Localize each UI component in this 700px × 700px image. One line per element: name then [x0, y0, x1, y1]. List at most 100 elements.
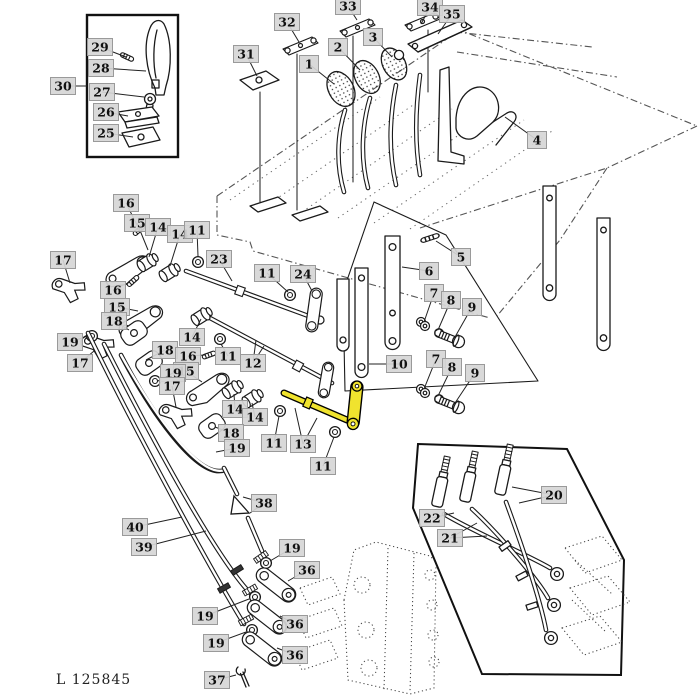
callout-16-37[interactable]: 16 [175, 347, 201, 365]
callout-box[interactable] [50, 77, 76, 95]
callout-12-39[interactable]: 12 [240, 354, 266, 372]
callout-box[interactable] [159, 377, 185, 395]
callout-17-45[interactable]: 17 [159, 377, 185, 395]
callout-box[interactable] [290, 435, 316, 453]
callout-34-9[interactable]: 34 [417, 0, 443, 16]
callout-box[interactable] [50, 251, 76, 269]
callout-16-31[interactable]: 16 [100, 281, 126, 299]
callout-25-5[interactable]: 25 [93, 124, 119, 142]
callout-9-23[interactable]: 9 [465, 364, 485, 382]
callout-box[interactable] [93, 103, 119, 121]
callout-11-50[interactable]: 11 [310, 457, 336, 475]
callout-19-56[interactable]: 19 [279, 539, 305, 557]
callout-box[interactable] [419, 509, 445, 527]
callout-9-19[interactable]: 9 [462, 298, 482, 316]
callout-11-38[interactable]: 11 [215, 347, 241, 365]
callout-box[interactable] [203, 634, 229, 652]
callout-36-59[interactable]: 36 [282, 615, 308, 633]
callout-37-62[interactable]: 37 [204, 671, 230, 689]
callout-box[interactable] [251, 494, 277, 512]
callout-19-34[interactable]: 19 [57, 333, 83, 351]
callout-box[interactable] [192, 607, 218, 625]
callout-33-8[interactable]: 33 [335, 0, 361, 15]
callout-box[interactable] [254, 264, 280, 282]
callout-21-65[interactable]: 21 [437, 529, 463, 547]
callout-19-58[interactable]: 19 [192, 607, 218, 625]
callout-box[interactable] [179, 328, 205, 346]
callout-box[interactable] [328, 38, 348, 56]
callout-24-41[interactable]: 24 [290, 265, 316, 283]
callout-11-40[interactable]: 11 [254, 264, 280, 282]
callout-box[interactable] [242, 408, 268, 426]
callout-box[interactable] [282, 615, 308, 633]
callout-box[interactable] [363, 28, 383, 46]
callout-18-33[interactable]: 18 [101, 312, 127, 330]
callout-box[interactable] [437, 529, 463, 547]
callout-box[interactable] [233, 45, 259, 63]
callout-7-17[interactable]: 7 [424, 284, 444, 302]
callout-2-12[interactable]: 2 [328, 38, 348, 56]
callout-26-4[interactable]: 26 [93, 103, 119, 121]
callout-16-24[interactable]: 16 [113, 194, 139, 212]
callout-box[interactable] [57, 333, 83, 351]
callout-box[interactable] [465, 364, 485, 382]
callout-box[interactable] [439, 5, 465, 23]
callout-30-2[interactable]: 30 [50, 77, 76, 95]
callout-box[interactable] [527, 131, 547, 149]
callout-box[interactable] [294, 561, 320, 579]
callout-8-18[interactable]: 8 [441, 291, 461, 309]
callout-box[interactable] [122, 518, 148, 536]
callout-13-49[interactable]: 13 [290, 435, 316, 453]
callout-27-3[interactable]: 27 [89, 83, 115, 101]
callout-4-14[interactable]: 4 [527, 131, 547, 149]
callout-35-10[interactable]: 35 [439, 5, 465, 23]
callout-box[interactable] [261, 434, 287, 452]
callout-14-42[interactable]: 14 [179, 328, 205, 346]
callout-22-64[interactable]: 22 [419, 509, 445, 527]
callout-box[interactable] [274, 13, 300, 31]
callout-10-20[interactable]: 10 [386, 355, 412, 373]
callout-box[interactable] [131, 538, 157, 556]
callout-box[interactable] [89, 83, 115, 101]
callout-box[interactable] [386, 355, 412, 373]
callout-17-30[interactable]: 17 [50, 251, 76, 269]
callout-box[interactable] [101, 312, 127, 330]
callout-19-60[interactable]: 19 [203, 634, 229, 652]
callout-box[interactable] [87, 38, 113, 56]
callout-box[interactable] [419, 262, 439, 280]
callout-box[interactable] [442, 358, 462, 376]
callout-6-16[interactable]: 6 [419, 262, 439, 280]
callout-14-47[interactable]: 14 [242, 408, 268, 426]
callout-15-32[interactable]: 15 [104, 298, 130, 316]
callout-box[interactable] [441, 291, 461, 309]
callout-11-28[interactable]: 11 [184, 221, 210, 239]
callout-14-26[interactable]: 14 [145, 218, 171, 236]
callout-box[interactable] [299, 55, 319, 73]
callout-3-13[interactable]: 3 [363, 28, 383, 46]
callout-box[interactable] [93, 124, 119, 142]
callout-36-57[interactable]: 36 [294, 561, 320, 579]
callout-32-7[interactable]: 32 [274, 13, 300, 31]
callout-39-55[interactable]: 39 [131, 538, 157, 556]
callout-box[interactable] [279, 539, 305, 557]
callout-11-48[interactable]: 11 [261, 434, 287, 452]
callout-box[interactable] [282, 646, 308, 664]
callout-box[interactable] [204, 671, 230, 689]
callout-box[interactable] [290, 265, 316, 283]
callout-17-35[interactable]: 17 [67, 354, 93, 372]
callout-box[interactable] [224, 439, 250, 457]
callout-18-36[interactable]: 18 [152, 341, 178, 359]
callout-box[interactable] [240, 354, 266, 372]
callout-18-51[interactable]: 18 [218, 424, 244, 442]
callout-8-22[interactable]: 8 [442, 358, 462, 376]
callout-40-54[interactable]: 40 [122, 518, 148, 536]
callout-23-29[interactable]: 23 [206, 250, 232, 268]
callout-box[interactable] [184, 221, 210, 239]
callout-box[interactable] [462, 298, 482, 316]
callout-31-6[interactable]: 31 [233, 45, 259, 63]
callout-36-61[interactable]: 36 [282, 646, 308, 664]
callout-29-0[interactable]: 29 [87, 38, 113, 56]
callout-1-11[interactable]: 1 [299, 55, 319, 73]
callout-box[interactable] [451, 248, 471, 266]
callout-box[interactable] [310, 457, 336, 475]
